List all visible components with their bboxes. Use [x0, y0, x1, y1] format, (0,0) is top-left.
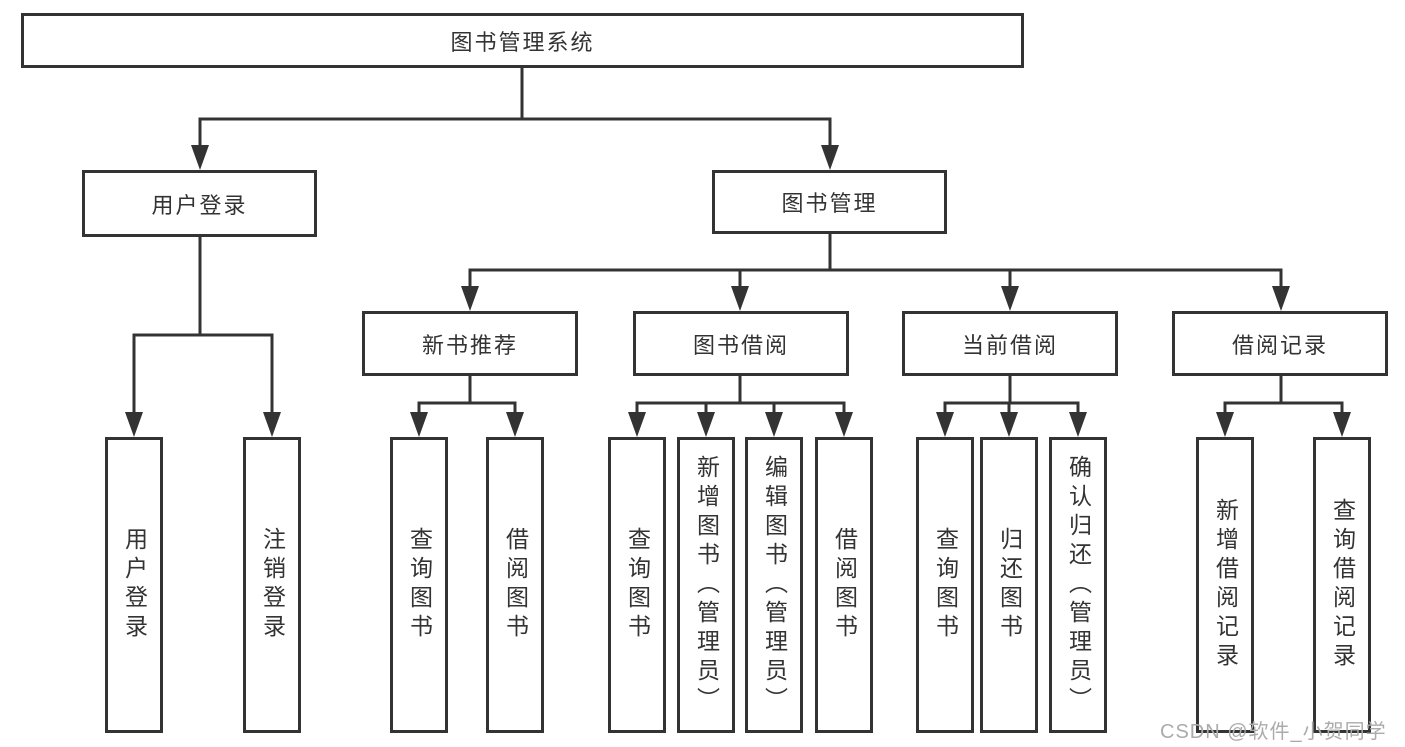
node-book-management: 图书管理	[712, 170, 947, 234]
arrowheads-level2	[191, 145, 839, 170]
watermark: CSDN @软件_小贺同学	[1160, 721, 1387, 743]
leaf-query-borrow-record: 查询借阅记录	[1313, 437, 1371, 733]
arrowheads-level3	[461, 286, 1290, 311]
leaf-borrow-books-recommendation: 借阅图书	[486, 437, 544, 733]
connector-currentborrow-to-leaves	[943, 376, 1080, 415]
arrowheads-currentborrow-leaves	[936, 412, 1087, 437]
connector-root-to-level2	[198, 66, 832, 147]
node-new-book-recommendation: 新书推荐	[362, 311, 578, 376]
node-label: 图书管理系统	[450, 29, 595, 55]
node-label: 查询借阅记录	[1329, 498, 1356, 672]
arrowheads-userlogin-leaves	[125, 412, 281, 437]
node-label: 当前借阅	[961, 332, 1058, 358]
leaf-logout: 注销登录	[243, 437, 301, 733]
node-label: 新书推荐	[421, 332, 518, 358]
node-label: 注销登录	[259, 527, 286, 643]
node-label: 借阅记录	[1231, 332, 1328, 358]
node-label: 用户登录	[151, 192, 248, 218]
leaf-borrow-books-borrowing: 借阅图书	[815, 437, 873, 733]
node-label: 借阅图书	[831, 527, 858, 643]
node-label: 借阅图书	[502, 527, 529, 643]
node-label: 编辑图书（管理员）	[761, 454, 788, 716]
leaf-edit-books-admin: 编辑图书（管理员）	[745, 437, 803, 733]
node-book-borrowing: 图书借阅	[633, 311, 849, 376]
node-label: 新增借阅记录	[1212, 498, 1239, 672]
arrowheads-bookborrow-leaves	[628, 412, 853, 437]
node-label: 图书管理	[781, 191, 878, 216]
leaf-query-books-borrowing: 查询图书	[608, 437, 666, 733]
node-label: 查询图书	[406, 527, 433, 643]
connector-newbookrec-to-leaves	[417, 376, 517, 415]
node-label: 查询图书	[624, 527, 651, 643]
connector-userlogin-to-leaves	[132, 237, 274, 414]
node-label: 图书借阅	[692, 332, 789, 358]
leaf-add-borrow-record: 新增借阅记录	[1196, 437, 1254, 733]
node-user-login: 用户登录	[82, 170, 317, 237]
node-borrowing-records: 借阅记录	[1172, 311, 1388, 376]
leaf-confirm-return-admin: 确认归还（管理员）	[1049, 437, 1107, 733]
arrowheads-borrowrecords-leaves	[1216, 412, 1351, 437]
arrowheads-newbookrec-leaves	[410, 412, 524, 437]
node-label: 归还图书	[996, 527, 1023, 643]
connector-borrowrecords-to-leaves	[1223, 376, 1344, 415]
leaf-user-login: 用户登录	[105, 437, 163, 733]
node-label: 新增图书（管理员）	[693, 454, 720, 716]
node-label: 用户登录	[121, 527, 148, 643]
node-label: 查询图书	[932, 527, 959, 643]
node-current-borrowing: 当前借阅	[902, 311, 1118, 376]
leaf-return-books: 归还图书	[980, 437, 1038, 733]
connector-bookborrow-to-leaves	[635, 376, 846, 415]
connector-bookmgmt-to-level3	[468, 234, 1283, 288]
node-library-management-system: 图书管理系统	[21, 13, 1024, 68]
leaf-query-books-recommendation: 查询图书	[390, 437, 448, 733]
leaf-add-books-admin: 新增图书（管理员）	[677, 437, 735, 733]
leaf-query-books-current: 查询图书	[916, 437, 974, 733]
node-label: 确认归还（管理员）	[1065, 454, 1092, 716]
